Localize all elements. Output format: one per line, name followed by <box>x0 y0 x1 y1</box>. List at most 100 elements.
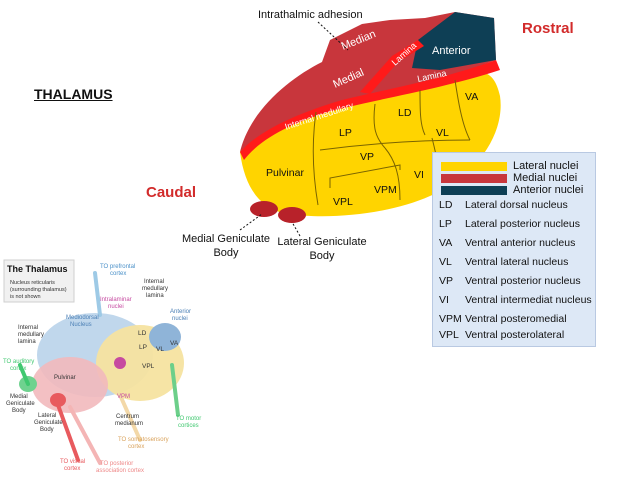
abbr-text: Lateral posterior nucleus <box>465 218 580 230</box>
arrow-somatosensory <box>118 393 142 442</box>
inset-lgb-3: Body <box>40 427 54 433</box>
abbr-row-vi: VI Ventral intermediat nucleus <box>439 294 592 306</box>
legend-lateral-label: Lateral nuclei <box>513 160 579 172</box>
division-vp-vi <box>384 147 401 201</box>
abbr-row-lp: LP Lateral posterior nucleus <box>439 218 580 230</box>
inset-left-int-1: Internal <box>18 325 38 331</box>
lgb-callout-line <box>291 221 301 237</box>
inset-somato-1: TO somatosensory <box>118 437 169 443</box>
abbr-text: Ventral anterior nucleus <box>465 237 576 249</box>
page-title: THALAMUS <box>34 86 113 102</box>
inset-lp: LP <box>139 344 147 351</box>
abbr-row-vl: VL Ventral lateral nucleus <box>439 256 568 268</box>
division-lp-ld <box>373 103 386 149</box>
abbr-key: VP <box>439 275 454 287</box>
inset-posterior-1: TO posterior <box>100 461 133 467</box>
inset-ld: LD <box>138 330 147 337</box>
abbr-key: VL <box>439 256 452 268</box>
inset-centrum-2: medianum <box>115 421 143 427</box>
abbr-row-vpl: VPL Ventral posterolateral <box>439 329 564 341</box>
inset-lgb-2: Geniculate <box>34 420 63 426</box>
intrathalamic-adhesion-label: Intrathalmic adhesion <box>258 9 363 21</box>
label-ld: LD <box>398 107 412 119</box>
inset-left-int-3: lamina <box>18 339 36 345</box>
label-vpm: VPM <box>374 184 397 196</box>
inset-left-int-2: medullary <box>18 332 44 338</box>
inset-somato-2: cortex <box>128 444 144 450</box>
thalamus-inset-illustration: The Thalamus Nucleus reticularis (surrou… <box>3 259 201 474</box>
lamina-upper-stripe <box>360 40 424 94</box>
lateral-geniculate-label-line1: Lateral Geniculate <box>277 236 367 248</box>
abbr-key: VPL <box>439 329 459 341</box>
arrow-prefrontal <box>93 271 102 317</box>
inset-internal-med-1: Internal <box>144 279 164 285</box>
arrow-visual <box>56 403 80 462</box>
inset-note-box <box>3 259 75 303</box>
medial-geniculate-label: Medial Geniculate Body <box>176 232 276 260</box>
caudal-label: Caudal <box>146 184 197 201</box>
abbr-text: Lateral dorsal nucleus <box>465 199 568 211</box>
abbr-text: Ventral posterolateral <box>465 329 565 341</box>
abbr-text: Ventral intermediat nucleus <box>465 294 592 306</box>
mgb-callout-line <box>239 213 263 231</box>
legend-anterior-label: Anterior nuclei <box>513 184 584 196</box>
legend-anterior: Anterior nuclei <box>441 184 583 196</box>
inset-heading: The Thalamus <box>7 264 68 274</box>
inset-anterior-1: Anterior <box>170 309 191 315</box>
label-vpl: VPL <box>333 196 353 208</box>
inset-prefrontal-2: cortex <box>110 271 126 277</box>
abbr-key: LD <box>439 199 453 211</box>
inset-motor-2: cortices <box>178 423 199 429</box>
vp-bracket <box>329 164 401 188</box>
abbr-text: Ventral posterior nucleus <box>465 275 581 287</box>
lateral-swatch <box>441 161 507 171</box>
inset-auditory-1: TO auditory <box>3 359 34 365</box>
medial-geniculate-label-line1: Medial Geniculate <box>181 233 271 245</box>
inset-pulvinar-label: Pulvinar <box>54 375 76 381</box>
internal-medullary-lamina <box>240 60 500 160</box>
label-pulvinar: Pulvinar <box>266 167 304 179</box>
inset-vl: VL <box>156 346 164 353</box>
abbr-text: Ventral lateral nucleus <box>465 256 569 268</box>
division-lp-vp <box>319 139 471 151</box>
inset-intralaminar-2: nuclei <box>108 304 124 310</box>
inset-anterior <box>149 323 181 351</box>
arrow-auditory <box>18 363 30 386</box>
inset-mgb-3: Body <box>12 408 26 414</box>
inset-prefrontal-1: TO prefrontal <box>100 264 135 270</box>
inset-va: VA <box>170 340 179 347</box>
arrow-posterior <box>68 405 102 465</box>
medial-geniculate-label-line2: Body <box>213 247 239 259</box>
lateral-geniculate-label-line2: Body <box>309 250 335 262</box>
intrathalamic-callout-line <box>317 21 349 51</box>
abbr-key: VPM <box>439 313 462 325</box>
inset-intralaminar-1: Intralaminar <box>100 297 132 303</box>
inset-posterior-2: association cortex <box>96 468 144 474</box>
inset-visual-1: TO visual <box>60 459 85 465</box>
legend-lateral: Lateral nuclei <box>441 160 578 172</box>
inset-mediodorsal-1: Mediodorsal <box>66 315 99 321</box>
medial-geniculate-body <box>250 201 278 217</box>
legend-medial: Medial nuclei <box>441 172 577 184</box>
division-pulvinar <box>312 111 319 206</box>
inset-motor-1: TO motor <box>176 416 201 422</box>
inset-vpl: VPL <box>142 363 155 370</box>
rostral-label: Rostral <box>522 20 574 37</box>
inset-auditory-2: cortex <box>10 366 26 372</box>
inset-internal-med-2: medullary <box>142 286 168 292</box>
inset-lgb-1: Lateral <box>38 413 56 419</box>
abbr-key: LP <box>439 218 452 230</box>
anterior-swatch <box>441 185 507 195</box>
label-va: VA <box>465 91 478 103</box>
lateral-geniculate-label: Lateral Geniculate Body <box>272 235 372 263</box>
abbr-text: Ventral posteromedial <box>465 313 567 325</box>
abbr-key: VI <box>439 294 449 306</box>
label-vl: VL <box>436 127 449 139</box>
inset-pulvinar <box>32 357 108 413</box>
inset-mediodorsal-2: Nucleus <box>70 322 92 328</box>
inset-note-line2: (surrounding thalamus) <box>10 287 67 293</box>
abbr-row-ld: LD Lateral dorsal nucleus <box>439 199 568 211</box>
legend-panel: Lateral nuclei Medial nuclei Anterior nu… <box>432 152 596 347</box>
label-vp: VP <box>360 151 374 163</box>
